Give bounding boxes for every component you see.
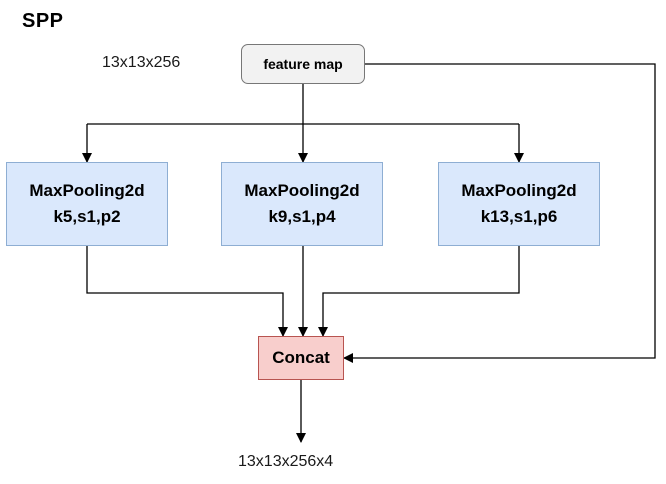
edge-pool3-to-concat — [318, 246, 520, 337]
feature-map-node: feature map — [241, 44, 365, 84]
maxpool-k13-name: MaxPooling2d — [461, 181, 577, 200]
maxpool-k9-node: MaxPooling2d k9,s1,p4 — [221, 162, 383, 246]
maxpool-k9-name: MaxPooling2d — [244, 181, 360, 200]
diagram-title: SPP — [22, 10, 64, 32]
concat-node: Concat — [258, 336, 344, 380]
maxpool-k5-node: MaxPooling2d k5,s1,p2 — [6, 162, 168, 246]
feature-map-label: feature map — [263, 56, 343, 72]
maxpool-k13-params: k13,s1,p6 — [480, 207, 558, 226]
maxpool-k9-params: k9,s1,p4 — [268, 207, 336, 226]
output-shape-label: 13x13x256x4 — [238, 453, 334, 470]
maxpool-k13-node: MaxPooling2d k13,s1,p6 — [438, 162, 600, 246]
edge-pool1-to-concat — [86, 246, 288, 337]
input-shape-label: 13x13x256 — [102, 54, 181, 71]
edge-feature-skip-to-concat — [343, 63, 656, 363]
maxpool-k5-params: k5,s1,p2 — [53, 207, 121, 226]
maxpool-k5-name: MaxPooling2d — [29, 181, 145, 200]
concat-label: Concat — [272, 348, 330, 367]
